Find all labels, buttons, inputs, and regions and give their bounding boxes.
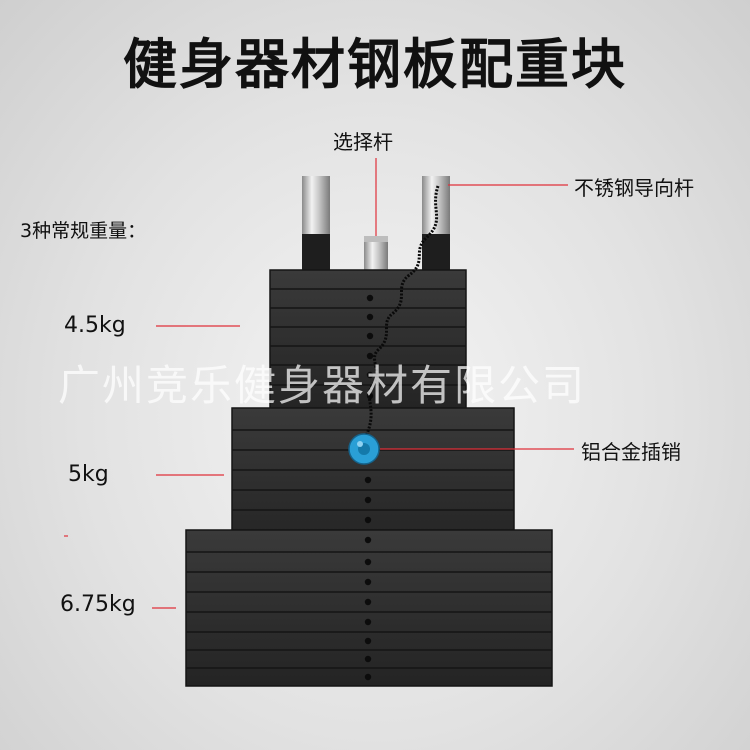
selector-rod-label: 选择杆 <box>333 130 393 154</box>
common-weights-label: 3种常规重量： <box>20 220 147 242</box>
plate-stack-4-5kg <box>269 269 467 411</box>
page-title: 健身器材钢板配重块 <box>123 33 627 96</box>
pin-label: 铝合金插销 <box>581 440 681 464</box>
pointer-lines <box>64 158 574 609</box>
weight-label-5kg: 5kg <box>68 462 109 487</box>
guide-rod-label: 不锈钢导向杆 <box>574 176 694 200</box>
aluminum-pin <box>348 433 380 465</box>
guide-rod-right <box>422 176 450 272</box>
plate-stack-6-75kg <box>185 529 553 687</box>
company-watermark: 广州竞乐健身器材有限公司 <box>58 361 587 410</box>
weight-label-4-5kg: 4.5kg <box>64 313 126 338</box>
selector-rod <box>364 236 388 272</box>
guide-rod-left <box>302 176 330 272</box>
plate-stack-5kg <box>231 407 515 551</box>
weight-label-6-75kg: 6.75kg <box>60 592 136 617</box>
pin-lanyard <box>364 185 440 437</box>
